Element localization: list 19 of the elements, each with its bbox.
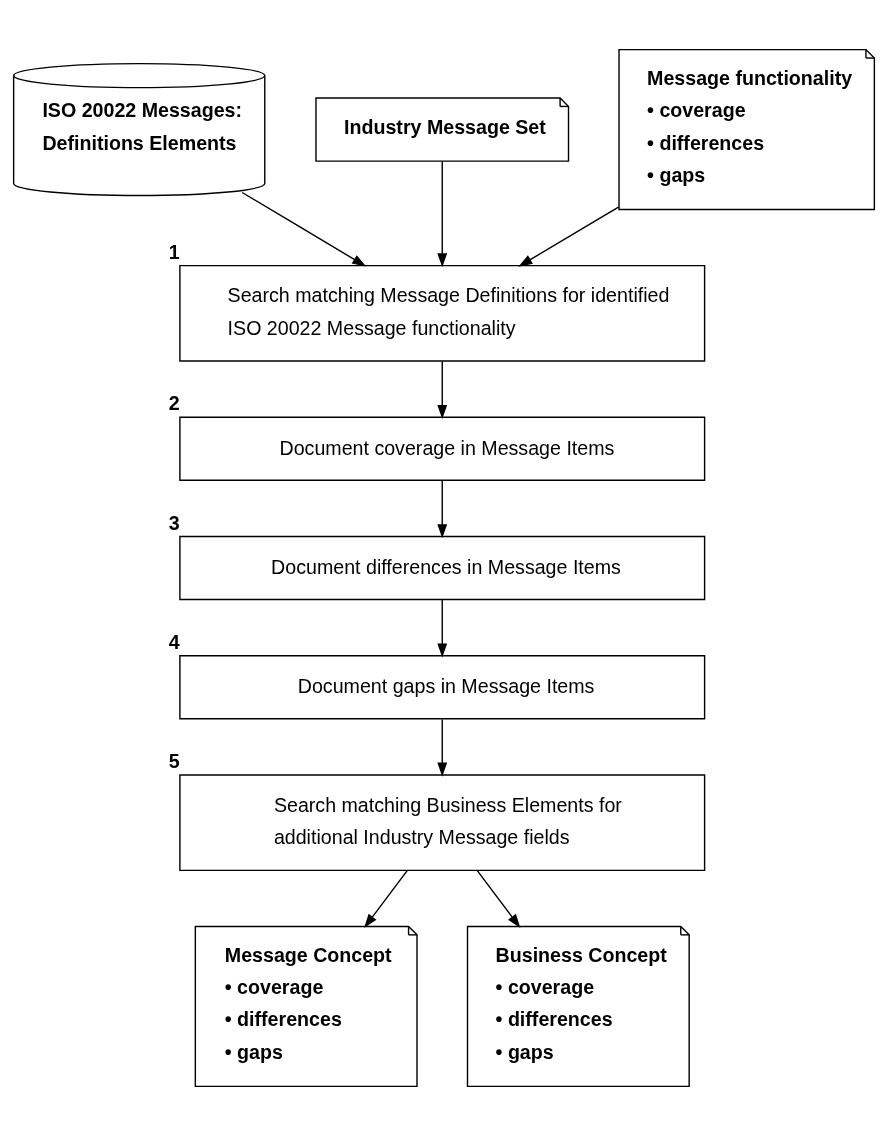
node-label: 1 (168, 240, 180, 263)
node-label: 5 (168, 749, 180, 772)
node-box: Document gaps in Message Items (179, 654, 706, 720)
node-label: 2 (168, 391, 180, 414)
node-label: 4 (168, 630, 180, 653)
node-box: Document coverage in Message Items (179, 416, 706, 481)
arrow (518, 205, 620, 267)
arrow (437, 598, 448, 658)
arrow (364, 869, 408, 928)
arrow (476, 869, 521, 928)
node-box: Document differences in Message Items (179, 535, 706, 600)
arrow (437, 160, 448, 267)
node-box: Search matching Business Elements for additional Industry Message fields (179, 773, 706, 871)
arrow (437, 718, 448, 777)
arrow (437, 479, 448, 538)
arrow (437, 359, 448, 419)
arrow (241, 191, 367, 267)
node-label: 3 (168, 511, 180, 534)
node-box: Search matching Message Definitions for identified ISO 20022 Message functionality (179, 264, 706, 362)
